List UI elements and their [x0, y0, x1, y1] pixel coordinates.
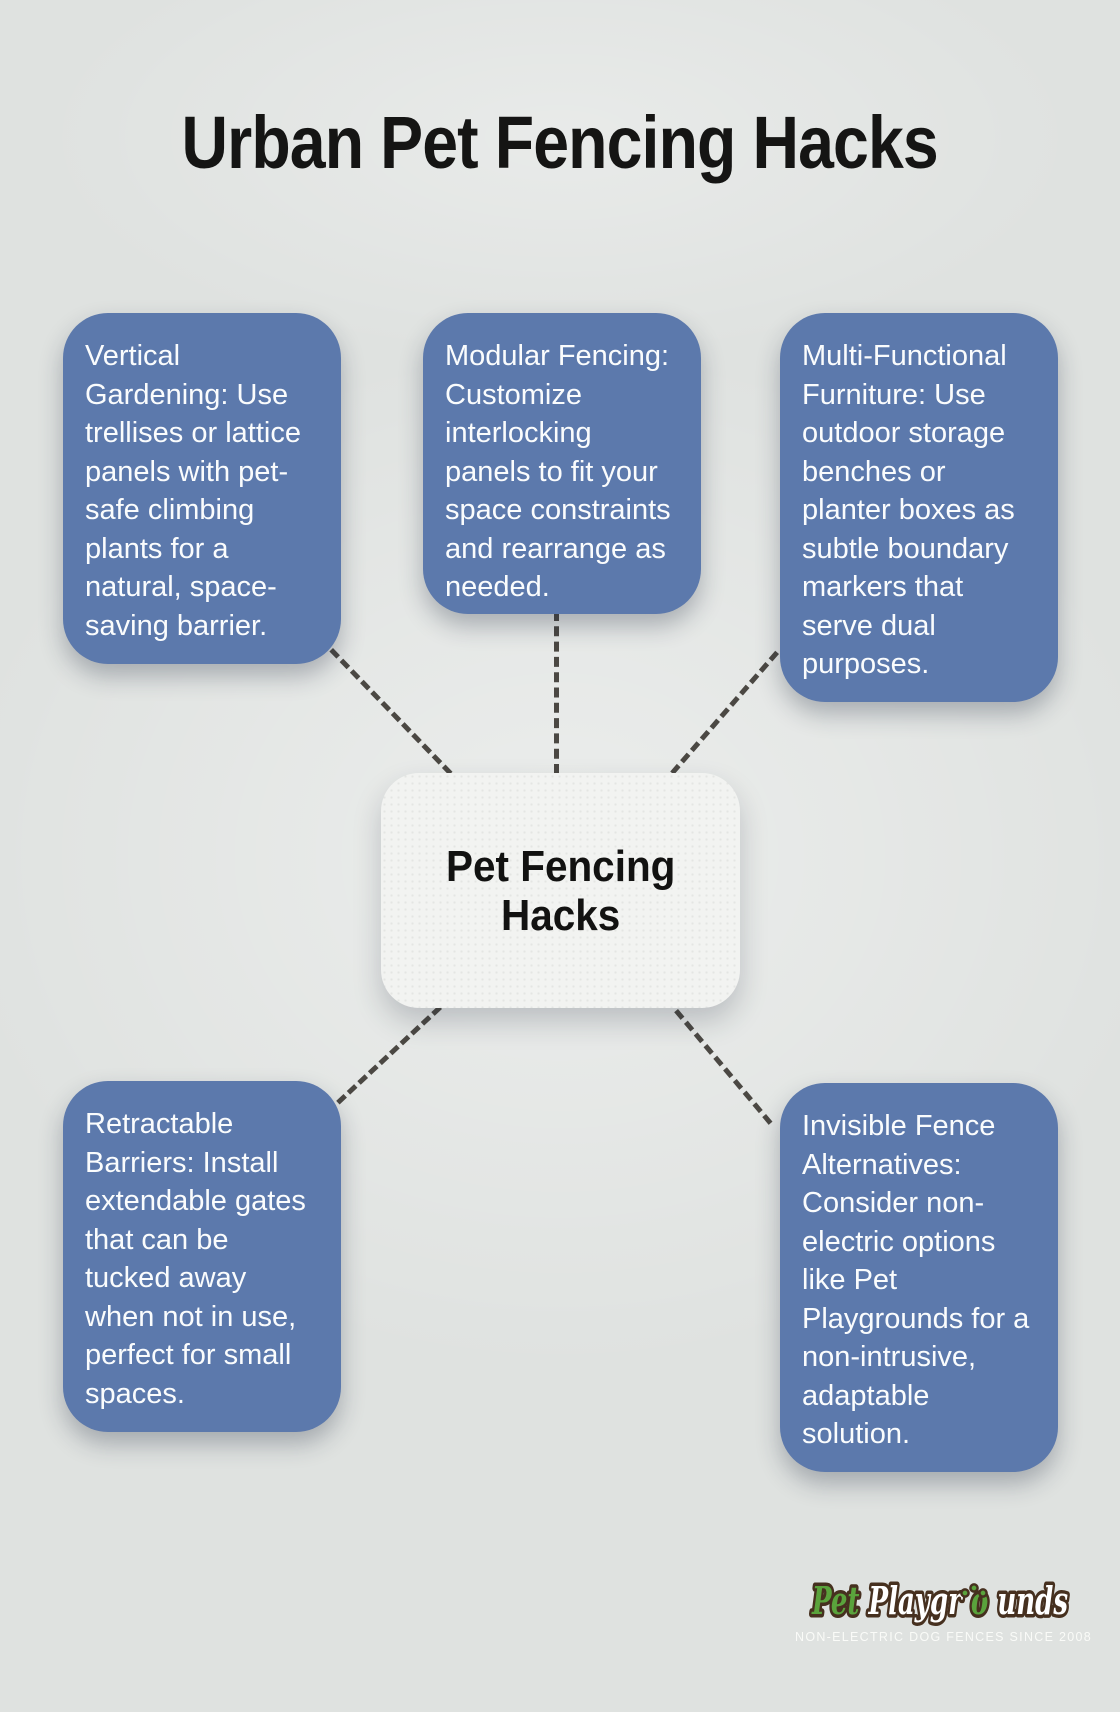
central-node-label: Pet Fencing Hacks [445, 841, 676, 940]
paw-print-toes-icon [960, 1583, 988, 1598]
page-title-wrap: Urban Pet Fencing Hacks [0, 104, 1120, 182]
brand-logo: Pet Playgr o unds NON-ELECTRIC DOG FENCE… [795, 1570, 1093, 1645]
brand-tagline: NON-ELECTRIC DOG FENCES SINCE 2008 [795, 1630, 1093, 1644]
svg-text:Pet Playgr: Pet Playgr o unds [811, 1578, 1068, 1623]
connector-dashed-line [329, 648, 453, 776]
central-node: Pet Fencing Hacks [381, 773, 740, 1008]
hack-box-invisible-fence-alternatives: Invisible Fence Alternatives: Consider n… [780, 1083, 1058, 1472]
hack-box-text: Retractable Barriers: Install extendable… [85, 1108, 306, 1410]
brand-word-playgrounds-a: Playgr [868, 1578, 964, 1623]
hack-box-vertical-gardening: Vertical Gardening: Use trellises or lat… [63, 313, 341, 664]
brand-word-pet: Pet [811, 1578, 859, 1623]
hack-box-text: Vertical Gardening: Use trellises or lat… [85, 340, 301, 642]
connector-dashed-line [554, 611, 559, 774]
connector-dashed-line [336, 1005, 442, 1105]
page-title: Urban Pet Fencing Hacks [181, 101, 939, 184]
brand-logo-wordmark: Pet Playgr o unds [808, 1575, 1072, 1627]
hack-box-text: Modular Fencing: Customize interlocking … [445, 340, 671, 603]
brand-word-playgrounds-b: unds [997, 1578, 1068, 1623]
connector-dashed-line [670, 650, 779, 775]
hack-box-text: Invisible Fence Alternatives: Consider n… [802, 1110, 1030, 1450]
connector-dashed-line [674, 1009, 773, 1125]
hack-box-text: Multi-Functional Furniture: Use outdoor … [802, 340, 1015, 680]
hack-box-retractable-barriers: Retractable Barriers: Install extendable… [63, 1081, 341, 1432]
hack-box-modular-fencing: Modular Fencing: Customize interlocking … [423, 313, 701, 614]
hack-box-multi-functional-furniture: Multi-Functional Furniture: Use outdoor … [780, 313, 1058, 702]
